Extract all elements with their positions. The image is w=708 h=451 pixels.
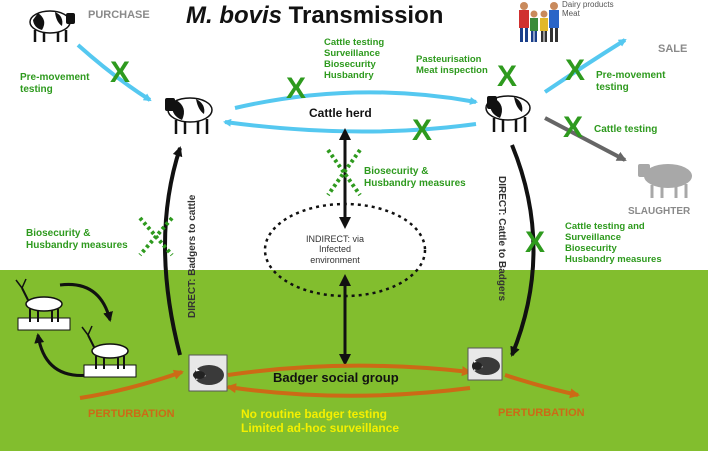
herd-arrow-right: [234, 90, 478, 110]
environment-ellipse: [263, 202, 427, 298]
cow-purchase-icon: [29, 10, 75, 42]
slaughter-arrow: [544, 116, 627, 162]
x-mark-pasteurisation: X: [497, 60, 517, 93]
cow-herd-right-icon: [485, 95, 531, 132]
cow-herd-left-icon: [165, 97, 213, 134]
biosecurity-center-label: Biosecurity & Husbandry measures: [364, 166, 466, 189]
badger-arrow-left: [226, 383, 471, 398]
deer-top-icon: [15, 278, 71, 331]
cattle-measures-right-label: Cattle testing and Surveillance Biosecur…: [565, 221, 662, 265]
sale-arrow: [543, 38, 627, 94]
x-mark-cattle-to-badgers: X: [525, 226, 545, 259]
dairy-products-label: Dairy products Meat: [562, 0, 614, 19]
perturbation-left-arrow: [79, 369, 184, 400]
title-italic: M. bovis: [186, 2, 283, 29]
title-rest: Transmission: [282, 2, 444, 29]
family-icon: [519, 2, 559, 42]
cattle-herd-label: Cattle herd: [309, 106, 372, 120]
x-mark-cattle-measures: X: [286, 72, 306, 105]
badger-arrow-right: [227, 363, 472, 377]
environment-badger-arrow: [339, 274, 351, 366]
slaughter-label: SLAUGHTER: [628, 206, 691, 217]
x-mark-cattle-testing: X: [563, 111, 583, 144]
perturbation-right-arrow: [504, 373, 580, 399]
pre-movement-right-label: Pre-movement testing: [596, 70, 666, 93]
herd-environment-arrow: [339, 128, 351, 229]
page-title: M. bovis Transmission: [186, 2, 443, 30]
herd-arrow-left: [223, 118, 477, 134]
badger-left-icon: [188, 354, 228, 392]
deer-cycle-arrows: [34, 282, 113, 377]
purchase-label: PURCHASE: [88, 9, 150, 21]
badger-right-icon: [467, 347, 503, 381]
x-mark-pre-movement-right: X: [565, 54, 585, 87]
pasteurisation-label: Pasteurisation Meat inspection: [416, 54, 488, 76]
sale-label: SALE: [658, 43, 688, 55]
cow-slaughter-icon: [638, 164, 692, 198]
direct-badgers-to-cattle-label: DIRECT: Badgers to cattle: [187, 194, 198, 318]
x-mark-dotted-left: [138, 216, 174, 257]
x-mark-pre-movement-left: X: [110, 56, 130, 89]
perturbation-right-label: PERTURBATION: [498, 407, 585, 419]
x-mark-herd: X: [412, 114, 432, 147]
biosecurity-left-label: Biosecurity & Husbandry measures: [26, 228, 128, 251]
pre-movement-left-label: Pre-movement testing: [20, 72, 90, 95]
direct-cattle-to-badgers-label: DIRECT: Cattle to Badgers: [496, 176, 507, 302]
badger-social-group-label: Badger social group: [273, 370, 399, 385]
purchase-arrow: [76, 43, 152, 102]
indirect-label: INDIRECT: via Infected environment: [306, 234, 365, 265]
no-routine-testing-label: No routine badger testing Limited ad-hoc…: [241, 407, 400, 435]
perturbation-left-label: PERTURBATION: [88, 408, 175, 420]
deer-bottom-icon: [81, 325, 137, 378]
direct-cattle-to-badgers-arrow: [510, 144, 536, 357]
cattle-measures-top-label: Cattle testing Surveillance Biosecurity …: [324, 37, 385, 81]
cattle-testing-label: Cattle testing: [594, 124, 658, 135]
